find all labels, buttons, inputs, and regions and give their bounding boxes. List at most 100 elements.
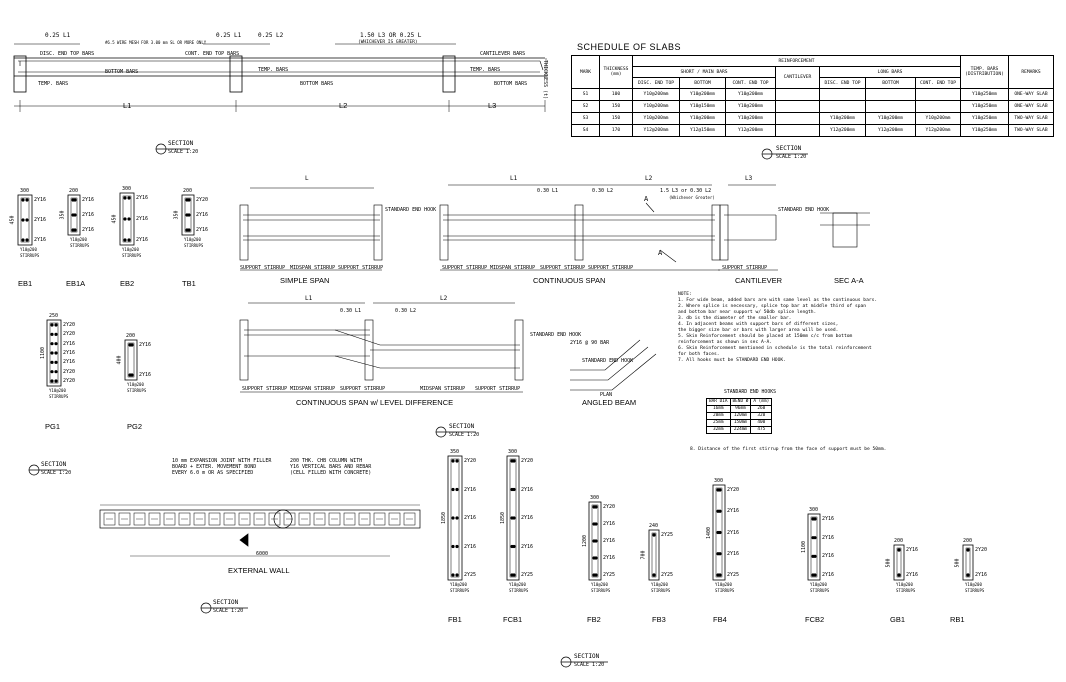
rebar-dot bbox=[21, 198, 25, 202]
schedule-cell bbox=[775, 100, 820, 113]
rebar-dot bbox=[187, 213, 191, 217]
ld-l2: L2 bbox=[440, 295, 448, 302]
beam-outline bbox=[712, 484, 726, 581]
bar-label-bot: 2Y16 bbox=[136, 237, 149, 243]
ld-stir-e: SUPPORT STIRRUP bbox=[475, 386, 521, 392]
cantilever-end-hook: STANDARD END HOOK bbox=[778, 207, 830, 213]
beam-name: EB1 bbox=[18, 279, 33, 288]
col-thickness-unit: (mm) bbox=[610, 72, 622, 77]
rebar-dot bbox=[813, 554, 817, 558]
note-item: for both faces. bbox=[678, 352, 720, 357]
cont-stir-c: SUPPORT STIRRUP bbox=[540, 265, 586, 271]
schedule-cell: ONE-WAY SLAB bbox=[1008, 88, 1054, 101]
slab-detail-lines bbox=[13, 43, 547, 112]
schedule-cell: Y10@200mm bbox=[679, 112, 726, 125]
beam-outline bbox=[124, 339, 138, 381]
section-caption-4: SECTION bbox=[41, 461, 67, 468]
simple-stir-b: MIDSPAN STIRRUP bbox=[290, 265, 336, 271]
beam-width: 200 bbox=[183, 188, 193, 194]
ld-l1: L1 bbox=[305, 295, 313, 302]
simple-span-title: SIMPLE SPAN bbox=[280, 276, 330, 285]
note-bottom-bars-b: BOTTOM BARS bbox=[300, 81, 334, 87]
angled-bar: 2Y16 @ 90 BAR bbox=[570, 340, 610, 346]
schedule-cell: Y10@200mm bbox=[725, 112, 776, 125]
external-wall-title: EXTERNAL WALL bbox=[228, 566, 290, 575]
bar-label-mid: 2Y16 bbox=[136, 216, 149, 222]
rebar-dot bbox=[187, 198, 191, 202]
beam-width: 250 bbox=[49, 313, 59, 319]
wall-note2-c: (CELL FILLED WITH CONCRETE) bbox=[290, 470, 372, 476]
schedule-cell: Y10@250mm bbox=[960, 124, 1009, 137]
rebar-dot bbox=[718, 573, 722, 577]
schedule-cell: TWO-WAY SLAB bbox=[1008, 124, 1054, 137]
stirrup-label: Y10@200 STIRRUPS bbox=[651, 582, 671, 593]
beam-name: TB1 bbox=[182, 279, 196, 288]
schedule-title: SCHEDULE OF SLABS bbox=[577, 42, 682, 52]
rebar-dot bbox=[73, 213, 77, 217]
rebar-dot bbox=[21, 238, 25, 242]
bar-label: 2Y25 bbox=[661, 572, 674, 578]
bar-label: 2Y16 bbox=[975, 572, 988, 578]
wall-cell bbox=[403, 512, 416, 526]
stirrup-label: Y10@200 STIRRUPS bbox=[122, 247, 142, 258]
rebar-dot bbox=[123, 238, 127, 242]
note-cont-end-top: CONT. END TOP BARS bbox=[185, 51, 240, 57]
beam-name: EB2 bbox=[120, 279, 135, 288]
beam-outline bbox=[17, 194, 33, 246]
stirrup-outline bbox=[49, 322, 59, 384]
wall-note1-c: EVERY 6.0 m OR AS SPECIFIED bbox=[172, 470, 254, 476]
beam-height: 400 bbox=[116, 355, 123, 365]
schedule-cell: 100 bbox=[599, 88, 633, 101]
beam-width: 200 bbox=[963, 538, 973, 544]
note-temp-bars-b: TEMP. BARS bbox=[470, 67, 501, 73]
col-mark: MARK bbox=[571, 55, 600, 89]
hook-cell: 16mm bbox=[706, 405, 731, 413]
beam-name: FB3 bbox=[652, 615, 666, 624]
rebar-dot bbox=[130, 343, 134, 347]
schedule-cell: 150 bbox=[599, 112, 633, 125]
sec-aa-lines bbox=[820, 212, 870, 248]
rebar-dot bbox=[50, 323, 54, 327]
beam-height: 350 bbox=[173, 210, 180, 220]
beam-height: 1850 bbox=[500, 511, 507, 525]
beam-width: 300 bbox=[508, 449, 518, 455]
schedule-cell bbox=[775, 88, 820, 101]
wall-cell bbox=[133, 512, 146, 526]
schedule-cell: Y12@150mm bbox=[679, 124, 726, 137]
rebar-dot bbox=[718, 509, 722, 513]
section-scale-3: SCALE 1:20 bbox=[449, 432, 480, 438]
cont-030-l1: 0.30 L1 bbox=[537, 188, 559, 194]
bar-label: 2Y20 bbox=[727, 487, 740, 493]
hook-head-bend: BEND Ø bbox=[729, 398, 752, 406]
wall-cell bbox=[238, 512, 251, 526]
rebar-dot bbox=[512, 516, 516, 520]
bar-label: 2Y16 bbox=[464, 543, 477, 550]
section-scale-6: SCALE 1:20 bbox=[574, 662, 605, 668]
rebar-dot bbox=[652, 573, 656, 577]
rebar-dot bbox=[130, 373, 134, 377]
note-temp-bars-c: TEMP. BARS bbox=[38, 81, 69, 87]
bar-label: 2Y16 bbox=[727, 529, 740, 536]
bar-label: 2Y20 bbox=[975, 547, 988, 553]
schedule-cell: Y10@200mm bbox=[819, 112, 866, 125]
col-thickness-label: THICKNESS bbox=[603, 67, 629, 72]
hook-cell: 224mm bbox=[729, 426, 752, 434]
beam-width: 300 bbox=[20, 188, 30, 194]
ld-stir-a: SUPPORT STIRRUP bbox=[242, 386, 288, 392]
bar-label-top: 2Y16 bbox=[82, 197, 95, 203]
bar-label: 2Y20 bbox=[63, 368, 76, 375]
section-caption-3: SECTION bbox=[449, 423, 475, 430]
schedule-cell: S2 bbox=[571, 100, 600, 113]
col-short: SHORT / MAIN BARS bbox=[632, 66, 776, 78]
cont-l3: L3 bbox=[745, 175, 753, 182]
cantilever-stir: SUPPORT STIRRUP bbox=[722, 265, 768, 271]
general-notes: NOTE: 1. For wide beam, added bars are w… bbox=[678, 292, 928, 364]
schedule-cell bbox=[915, 100, 961, 113]
bar-label: 2Y20 bbox=[521, 458, 534, 464]
cont-l1: L1 bbox=[510, 175, 518, 182]
